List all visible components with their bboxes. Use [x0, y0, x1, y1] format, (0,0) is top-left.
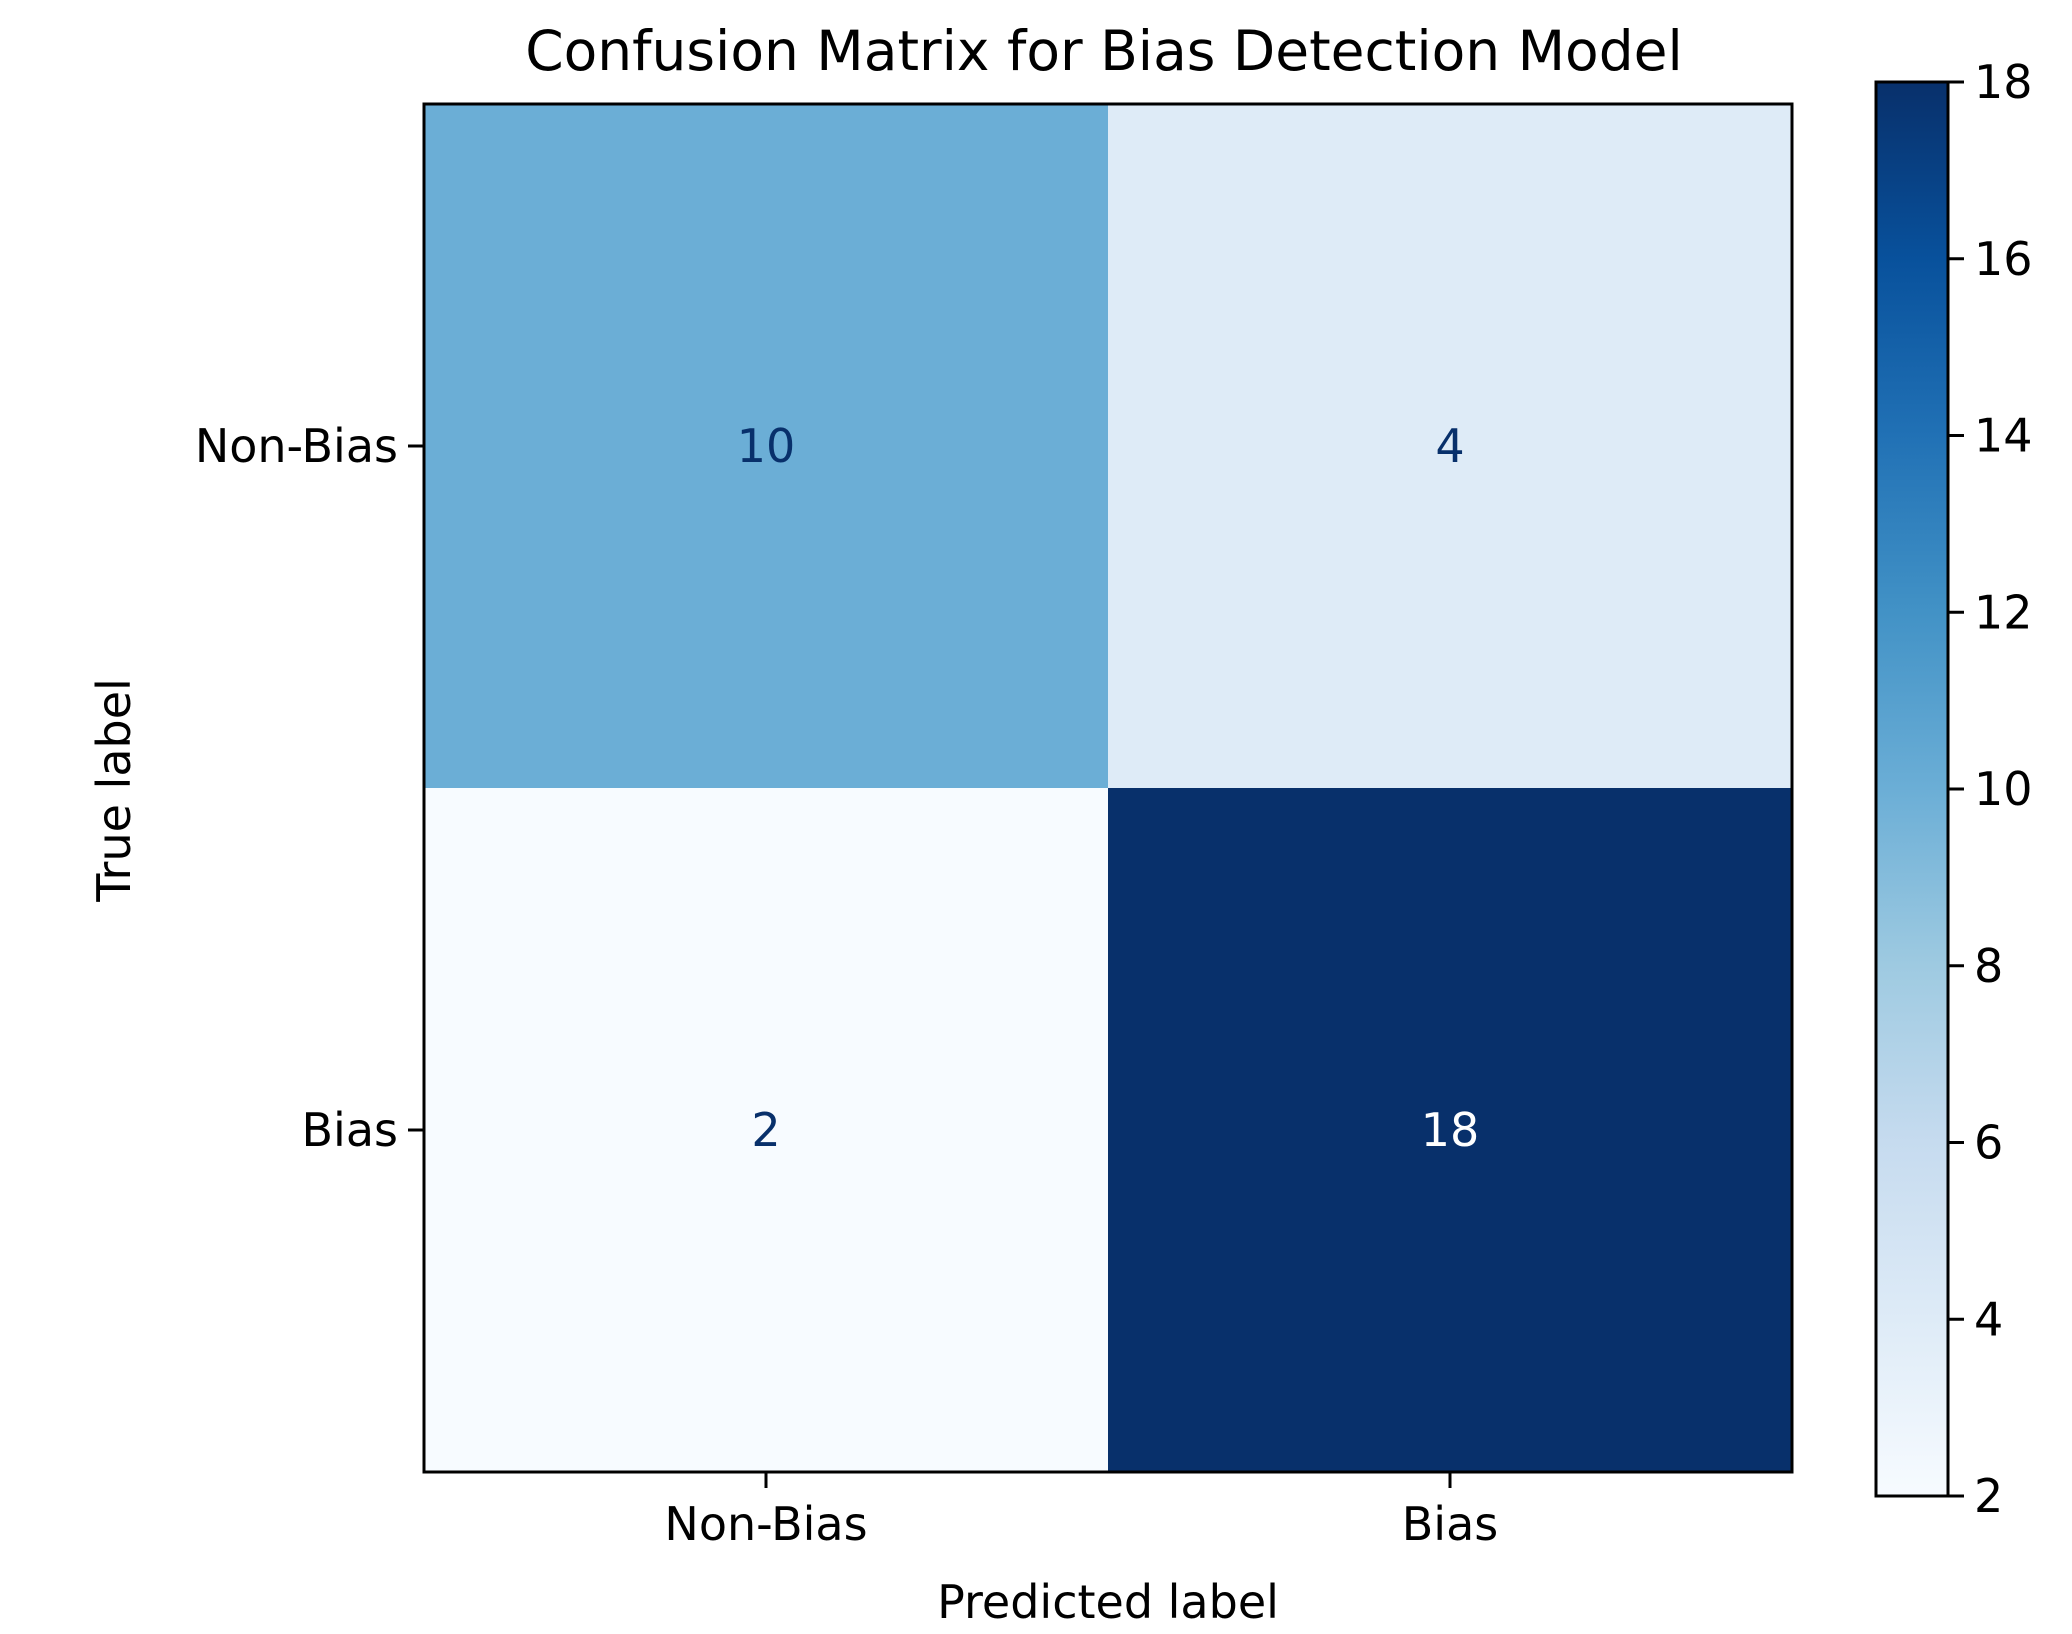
colorbar-tick-label: 16	[1974, 232, 2033, 286]
x-axis-ticks: Non-Bias Bias	[664, 1472, 1498, 1551]
chart-title: Confusion Matrix for Bias Detection Mode…	[525, 19, 1682, 83]
heatmap-cell	[424, 788, 1108, 1472]
plot-frame	[422, 102, 1794, 1474]
colorbar-tick-label: 2	[1974, 1469, 2003, 1523]
x-tick-label: Bias	[1402, 1497, 1499, 1551]
colorbar-tick-label: 8	[1974, 939, 2003, 993]
colorbar-tick-label: 18	[1974, 55, 2033, 109]
colorbar-tick-label: 6	[1974, 1116, 2003, 1170]
colorbar-tick-label: 10	[1974, 762, 2033, 816]
y-axis-label: True label	[87, 678, 141, 903]
cell-value-label: 2	[751, 1103, 780, 1157]
y-tick-label: Non-Bias	[195, 419, 398, 473]
heatmap-cell	[1108, 788, 1792, 1472]
colorbar-tick-label: 12	[1974, 585, 2033, 639]
colorbar-tick-label: 14	[1974, 409, 2033, 463]
colorbar	[1874, 80, 1950, 1498]
heatmap-cell	[424, 104, 1108, 788]
cell-value-label: 4	[1435, 419, 1464, 473]
x-axis-label: Predicted label	[937, 1575, 1279, 1629]
x-tick-label: Non-Bias	[664, 1497, 867, 1551]
y-tick-label: Bias	[302, 1103, 399, 1157]
cell-value-label: 18	[1421, 1103, 1480, 1157]
colorbar-ticks: 2 4 6 8 10 12 14 16 18	[1948, 55, 2033, 1523]
heatmap-cell-labels: 10 4 2 18	[737, 419, 1480, 1157]
cell-value-label: 10	[737, 419, 796, 473]
colorbar-tick-label: 4	[1974, 1292, 2003, 1346]
heatmap-cells	[424, 104, 1792, 1472]
heatmap-cell	[1108, 104, 1792, 788]
